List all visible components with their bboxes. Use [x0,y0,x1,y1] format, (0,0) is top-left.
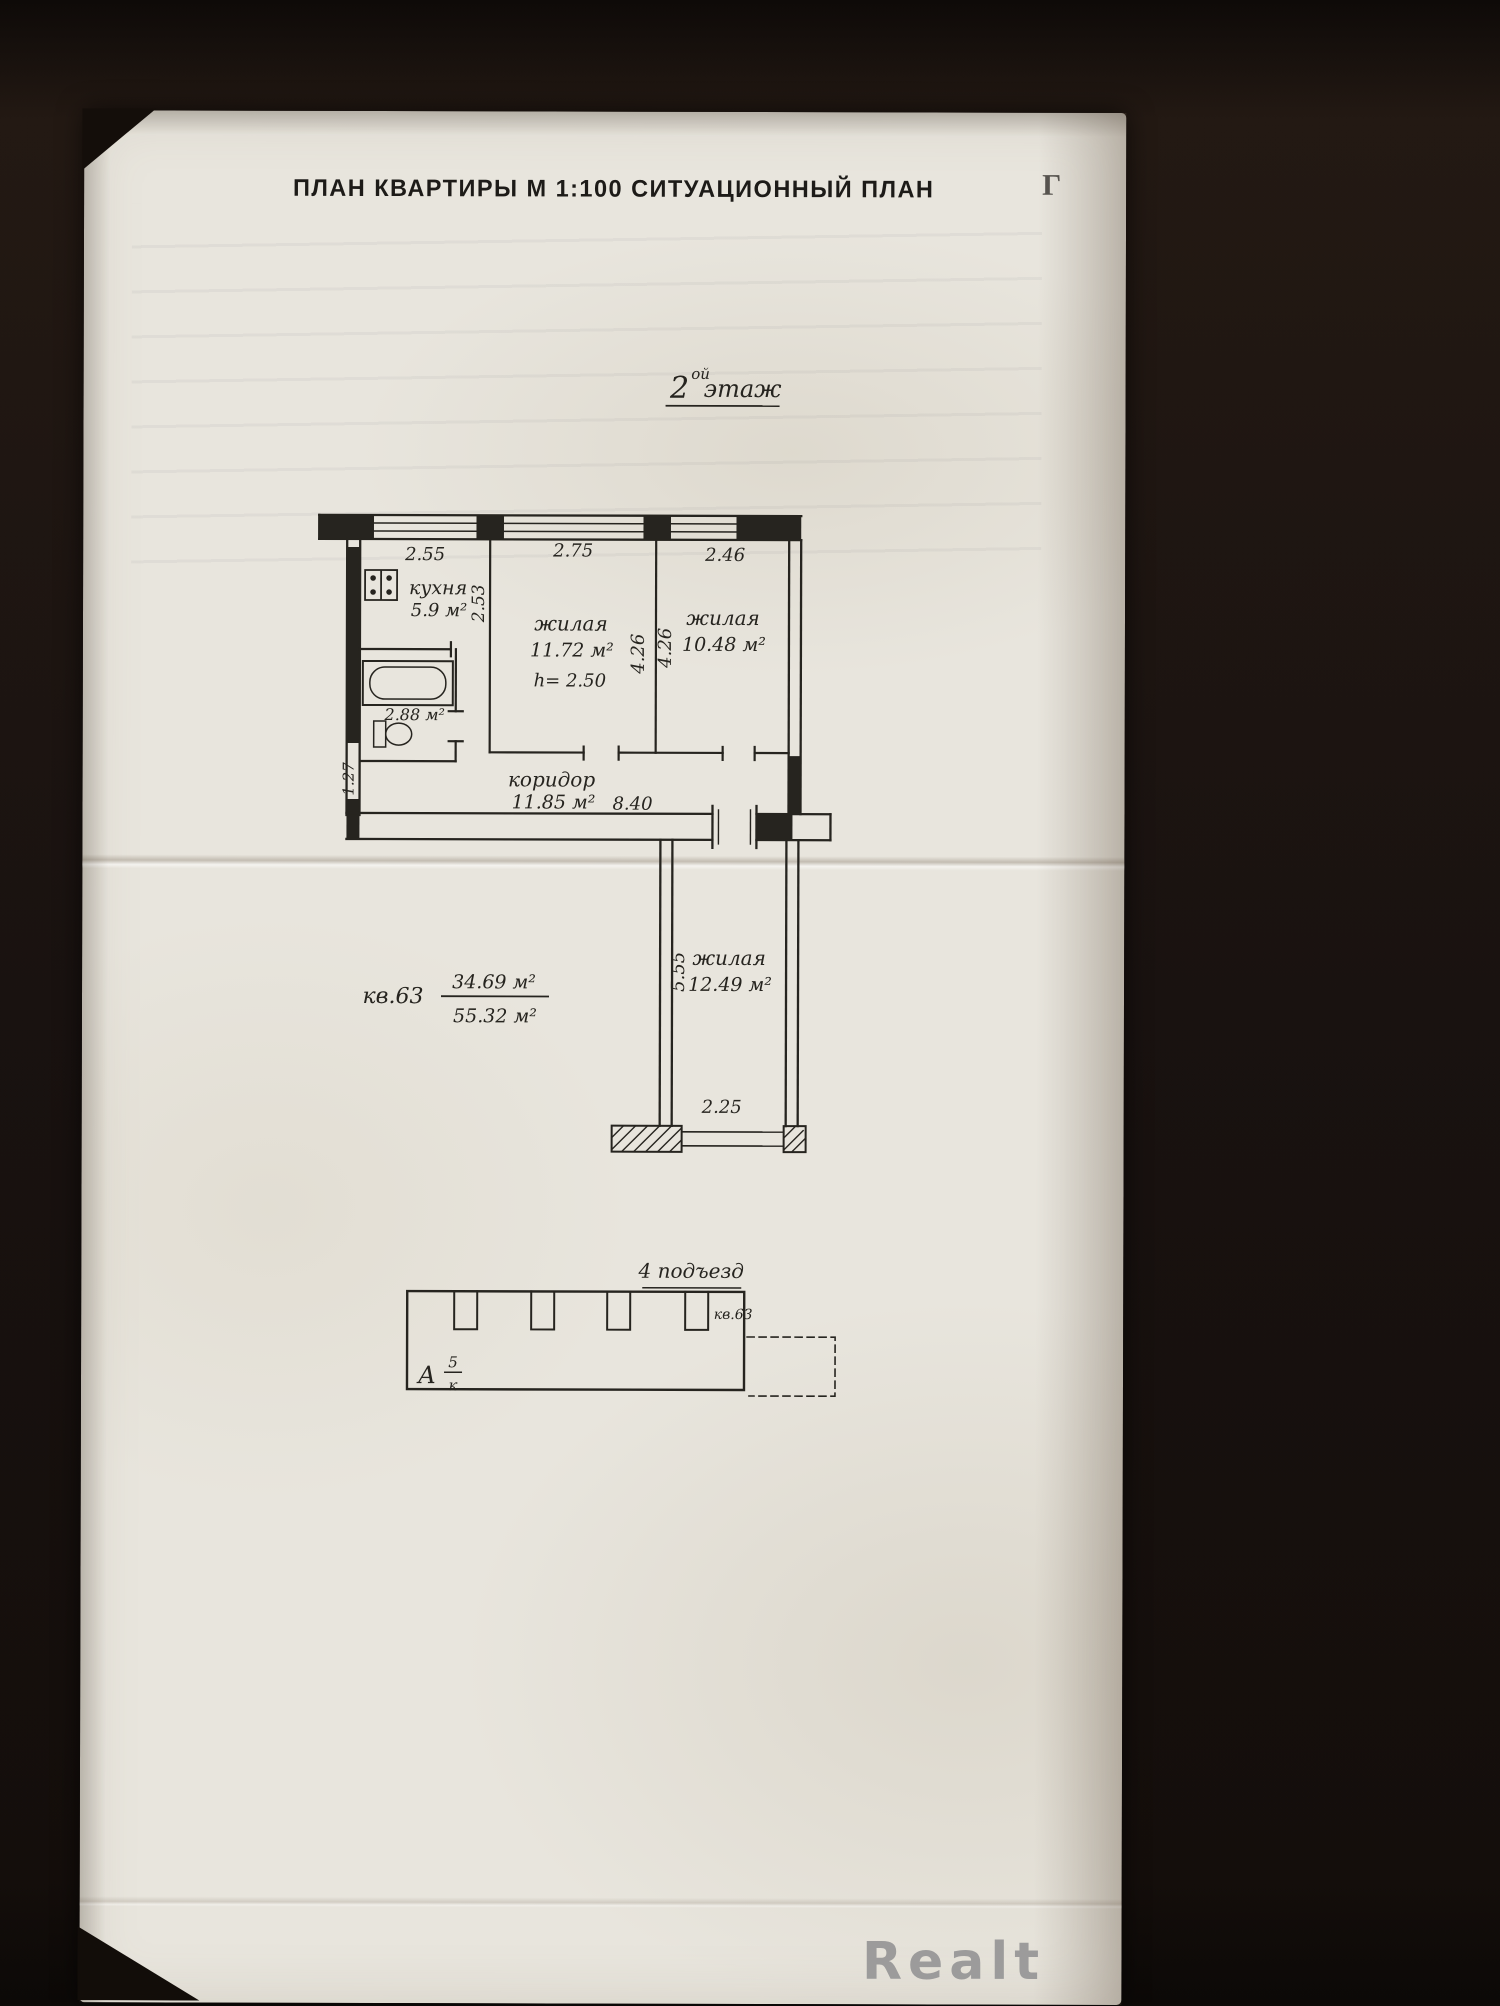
living1-ceiling-height: h= 2.50 [534,670,607,691]
living3-area: 12.49 м² [688,974,772,996]
hall-area: 11.85 м² [512,791,596,813]
building-letter: А [416,1361,436,1389]
room-labels: кухня 5.9 м² 2.88 м² жилая 11.72 м² h= 2… [383,577,773,996]
entrance-door-ticks [718,810,750,844]
stove-icon [365,570,397,600]
apartment-number: кв.63 [363,984,424,1009]
entrance-notches [454,1291,708,1330]
building-storeys: 5 [448,1353,458,1371]
floor-word: этаж [704,375,783,403]
floor-label: 2 ой этаж [669,365,782,406]
dim-hall-length: 8.40 [612,794,652,815]
living1-area: 11.72 м² [530,639,614,661]
toilet-icon [374,721,412,747]
dim-room-depth-left: 4.26 [628,634,649,675]
hall-label: коридор [508,767,595,791]
realt-watermark: Realt [862,1932,1045,1992]
dim-wing-depth: 5.55 [668,952,689,992]
building-material: к [448,1376,457,1394]
living3-label: жилая [692,946,766,970]
living1-label: жилая [534,611,608,635]
wing-window [682,1132,784,1146]
windows [373,515,737,540]
situation-apartment-label: кв.63 [714,1307,753,1323]
bathroom-area: 2.88 м² [384,705,445,724]
apartment-location-dashed [747,1337,835,1396]
bathtub-icon [363,661,453,705]
living2-area: 10.48 м² [682,634,766,656]
floor-number: 2 [669,371,689,406]
kitchen-label: кухня [409,577,467,599]
dim-top-kitchen: 2.55 [404,544,445,565]
dim-kitchen-depth: 2.53 [469,584,489,623]
situation-labels: 4 подъезд кв.63 А 5 к [416,1258,753,1395]
situation-building-outline [407,1291,835,1396]
hatch-right [784,1126,806,1152]
entrance-label: 4 подъезд [638,1259,744,1283]
dim-room-depth-right: 4.26 [655,628,676,669]
dim-entry-width: 1.27 [340,762,358,796]
apartment-total-area: 55.32 м² [453,1005,537,1027]
dim-top-room1: 2.75 [552,540,593,561]
hatch-left [612,1126,682,1152]
dim-top-room2: 2.46 [704,545,745,566]
apartment-living-area: 34.69 м² [452,971,536,993]
dim-wing-width: 2.25 [701,1097,742,1118]
living2-label: жилая [686,606,760,630]
kitchen-area: 5.9 м² [411,600,468,621]
wing-balcony [612,1126,806,1153]
apartment-summary: кв.63 34.69 м² 55.32 м² [362,971,537,1027]
